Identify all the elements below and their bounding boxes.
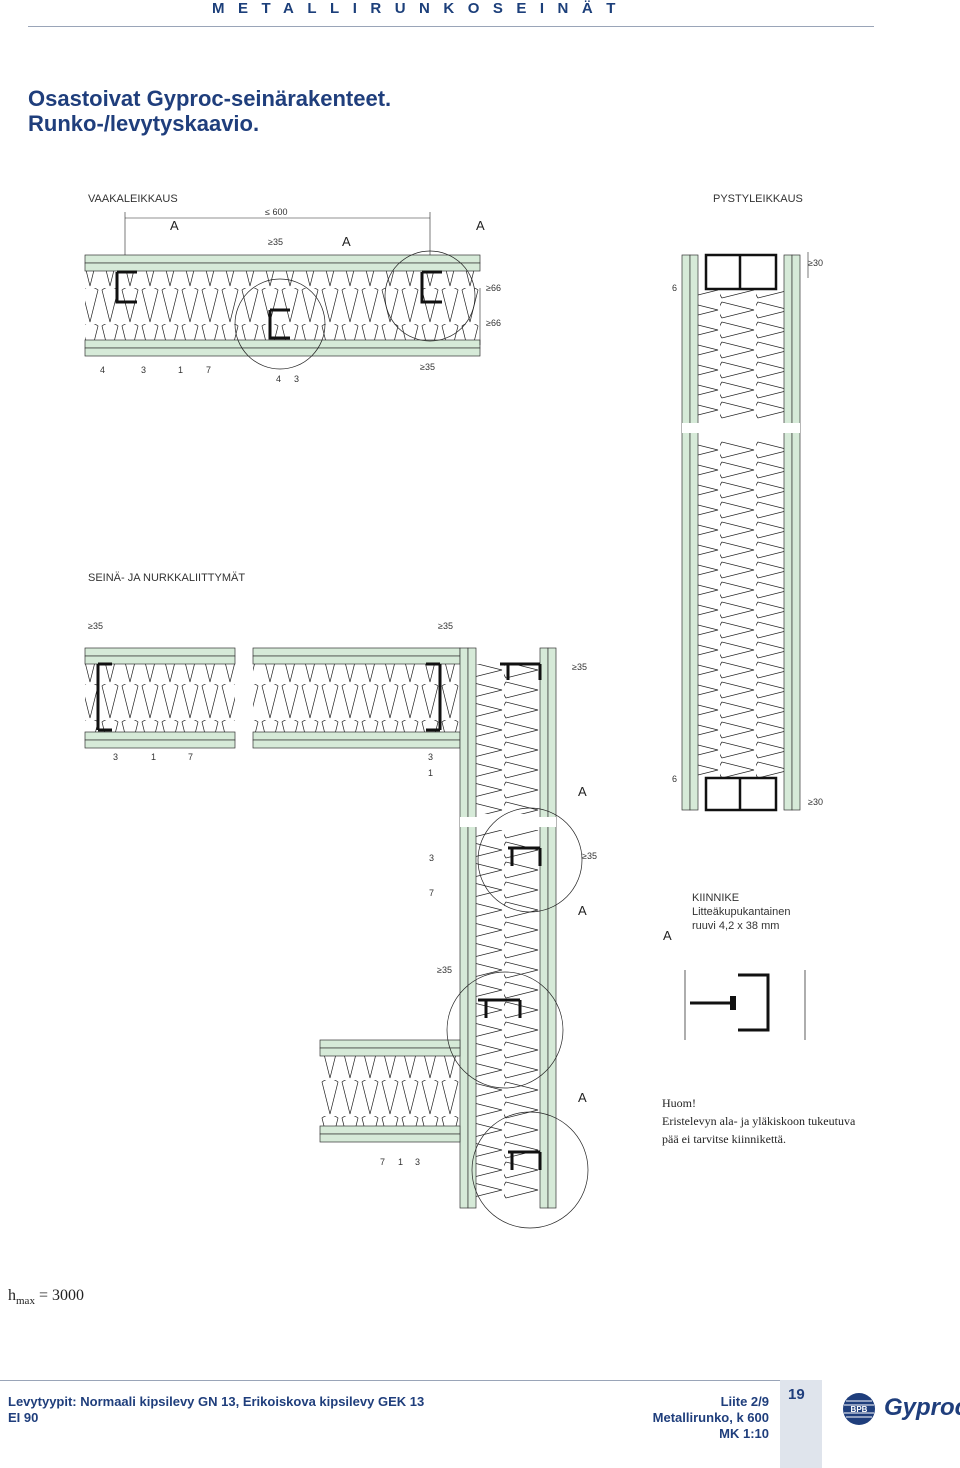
num-7-a: 7: [206, 365, 212, 375]
horizontal-section: [84, 212, 809, 370]
dim-ge35-j2: ≥35: [438, 621, 453, 631]
marker-a-6: A: [578, 1090, 587, 1105]
fastener-detail: [684, 970, 806, 1040]
label-joints-section: SEINÄ- JA NURKKALIITTYMÄT: [88, 572, 246, 584]
num-1-f: 1: [398, 1157, 404, 1167]
num-7-f: 7: [380, 1157, 386, 1167]
dim-ge30-top: ≥30: [808, 258, 823, 268]
num-4-b: 4: [276, 374, 282, 384]
hmax-sub: max: [16, 1295, 35, 1308]
footer-fire-class: EI 90: [8, 1410, 39, 1425]
header-title: METALLIRUNKOSEINÄT: [212, 0, 629, 17]
num-3-b: 3: [294, 374, 300, 384]
marker-a-3: A: [476, 218, 485, 233]
num-1-a: 1: [178, 365, 184, 375]
dim-ge35-j4: ≥35: [582, 851, 597, 861]
footer-scale: MK 1:10: [719, 1426, 769, 1441]
page-number-box: [780, 1380, 822, 1468]
header-rule: [28, 26, 874, 27]
note-line-3: pää ei tarvitse kiinnikettä.: [662, 1132, 786, 1146]
num-3-d: 3: [428, 752, 434, 762]
footer-board-types: Levytyypit: Normaali kipsilevy GN 13, Er…: [8, 1394, 425, 1409]
dim-ge66-bottom: ≥66: [486, 318, 501, 328]
marker-a-4: A: [578, 784, 587, 799]
marker-a-1: A: [170, 218, 179, 233]
num-3-c: 3: [113, 752, 119, 762]
detail-text: KIINNIKE Litteäkupukantainen ruuvi 4,2 x…: [692, 891, 790, 933]
detail-line-2: Litteäkupukantainen: [692, 906, 791, 918]
vertical-section: [681, 253, 801, 812]
footer-right: Liite 2/9 Metallirunko, k 600 MK 1:10: [653, 1394, 769, 1442]
num-1-d: 1: [428, 768, 434, 778]
hmax-symbol: h: [8, 1287, 16, 1304]
hmax-formula: hmax = 3000: [8, 1287, 84, 1307]
dim-ge35-h: ≥35: [268, 237, 283, 247]
detail-line-1: KIINNIKE: [692, 892, 740, 904]
marker-a-2: A: [342, 234, 351, 249]
num-3-a: 3: [141, 365, 147, 375]
num-7-c: 7: [188, 752, 194, 762]
footer-left: Levytyypit: Normaali kipsilevy GN 13, Er…: [8, 1394, 424, 1426]
bpb-badge-text: BPB: [851, 1405, 868, 1414]
detail-line-3: ruuvi 4,2 x 38 mm: [692, 920, 780, 932]
footer-frame: Metallirunko, k 600: [652, 1410, 769, 1425]
page-title: Osastoivat Gyproc-seinärakenteet. Runko-…: [28, 86, 391, 136]
label-vertical-section: PYSTYLEIKKAUS: [713, 193, 803, 205]
page-number: 19: [788, 1386, 805, 1403]
dim-ge35-h2: ≥35: [420, 362, 435, 372]
num-3-f: 3: [415, 1157, 421, 1167]
joints-section: [84, 647, 589, 1229]
dim-ge35-j3: ≥35: [572, 662, 587, 672]
num-3-e: 3: [429, 853, 435, 863]
num-6-a: 6: [672, 283, 678, 293]
num-6-b: 6: [672, 774, 678, 784]
note-line-1: Huom!: [662, 1096, 696, 1110]
marker-a-5: A: [578, 903, 587, 918]
hmax-value: = 3000: [34, 1287, 84, 1304]
num-7-e: 7: [429, 888, 435, 898]
dim-le600: ≤ 600: [265, 207, 288, 217]
bpb-logo-icon: BPB: [843, 1393, 875, 1425]
dim-ge35-j1: ≥35: [88, 621, 103, 631]
num-1-c: 1: [151, 752, 157, 762]
dim-ge66-top: ≥66: [486, 283, 501, 293]
footer-rule: [0, 1380, 820, 1381]
num-4-a: 4: [100, 365, 106, 375]
gyproc-logo: Gyproc: [884, 1394, 960, 1421]
title-line-2: Runko-/levytyskaavio.: [28, 111, 260, 136]
dim-ge35-j5: ≥35: [437, 965, 452, 975]
label-horizontal-section: VAAKALEIKKAUS: [88, 193, 178, 205]
footer-appendix: Liite 2/9: [720, 1394, 769, 1409]
dim-ge30-bottom: ≥30: [808, 797, 823, 807]
note: Huom! Eristelevyn ala- ja yläkiskoon tuk…: [662, 1094, 855, 1148]
title-line-1: Osastoivat Gyproc-seinärakenteet.: [28, 86, 392, 111]
note-line-2: Eristelevyn ala- ja yläkiskoon tukeutuva: [662, 1114, 856, 1128]
marker-a-detail: A: [663, 928, 672, 943]
